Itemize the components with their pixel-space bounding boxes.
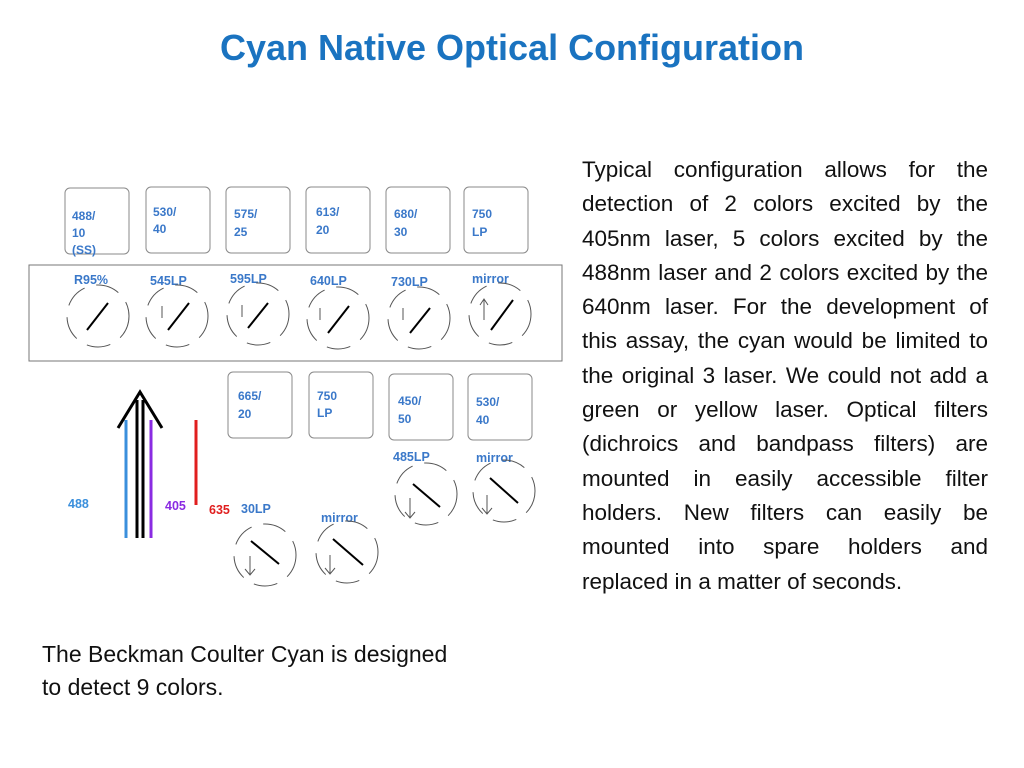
svg-text:40: 40: [476, 413, 490, 427]
dichroic-label-4: 640LP: [310, 274, 347, 288]
svg-text:750: 750: [472, 207, 492, 221]
laser-label-635: 635: [209, 503, 230, 517]
description-text: Typical configuration allows for the det…: [582, 157, 988, 594]
svg-text:20: 20: [316, 223, 330, 237]
svg-text:575/: 575/: [234, 207, 258, 221]
svg-text:488/: 488/: [72, 209, 96, 223]
top-filter-box-3: 575/ 25: [225, 186, 291, 254]
bottom-filter-box-2: 750 LP: [308, 371, 374, 439]
laser-label-405: 405: [165, 499, 186, 513]
svg-text:50: 50: [398, 412, 412, 426]
top-filter-box-5: 680/ 30: [385, 186, 451, 254]
dichroic-label-1: R95%: [74, 273, 108, 287]
svg-text:30: 30: [394, 225, 408, 239]
beam-arrowhead: [116, 389, 164, 429]
bottom-dichroic-label-3: 30LP: [241, 502, 271, 516]
svg-text:20: 20: [238, 407, 252, 421]
dichroic-label-6: mirror: [472, 272, 509, 286]
bottom-dichroic-label-4: mirror: [321, 511, 358, 525]
svg-text:680/: 680/: [394, 207, 418, 221]
svg-text:25: 25: [234, 225, 248, 239]
top-dichroic-panel: [28, 264, 563, 362]
top-dichroic-mirror-1: [66, 284, 130, 348]
svg-text:530/: 530/: [476, 395, 500, 409]
dichroic-label-3: 595LP: [230, 272, 267, 286]
svg-text:LP: LP: [317, 406, 332, 420]
top-dichroic-mirror-4: [306, 286, 370, 350]
top-dichroic-mirror-2: [145, 284, 209, 348]
svg-text:10: 10: [72, 226, 86, 240]
svg-text:LP: LP: [472, 225, 487, 239]
bottom-dichroic-label-1: 485LP: [393, 450, 430, 464]
top-filter-box-4: 613/ 20: [305, 186, 371, 254]
bottom-dichroic-mirror-3: [233, 523, 297, 587]
svg-text:(SS): (SS): [72, 243, 96, 257]
caption-text: The Beckman Coulter Cyan is designed to …: [42, 641, 448, 700]
top-filter-box-1: 488/ 10 (SS): [64, 187, 130, 257]
bottom-filter-box-3: 450/ 50: [388, 373, 454, 441]
svg-text:40: 40: [153, 222, 167, 236]
svg-text:450/: 450/: [398, 394, 422, 408]
svg-text:750: 750: [317, 389, 337, 403]
bottom-dichroic-mirror-4: [315, 520, 379, 584]
dichroic-label-5: 730LP: [391, 275, 428, 289]
bottom-dichroic-label-2: mirror: [476, 451, 513, 465]
dichroic-label-2: 545LP: [150, 274, 187, 288]
laser-label-488: 488: [68, 497, 89, 511]
top-dichroic-mirror-6: [468, 282, 532, 346]
bottom-dichroic-mirror-1: [394, 462, 458, 526]
optical-diagram: 488/ 10 (SS) 530/ 40 575/ 25 613/ 20 680…: [28, 186, 563, 587]
top-filter-box-2: 530/ 40: [145, 186, 211, 254]
svg-text:613/: 613/: [316, 205, 340, 219]
top-dichroic-mirror-5: [387, 286, 451, 350]
svg-text:530/: 530/: [153, 205, 177, 219]
bottom-dichroic-mirror-2: [472, 459, 536, 523]
bottom-filter-box-1: 665/ 20: [227, 371, 293, 439]
top-filter-box-6: 750 LP: [463, 186, 529, 254]
top-dichroic-mirror-3: [226, 282, 290, 346]
bottom-filter-box-4: 530/ 40: [467, 373, 533, 441]
svg-text:665/: 665/: [238, 389, 262, 403]
slide-title: Cyan Native Optical Configuration: [219, 27, 805, 68]
